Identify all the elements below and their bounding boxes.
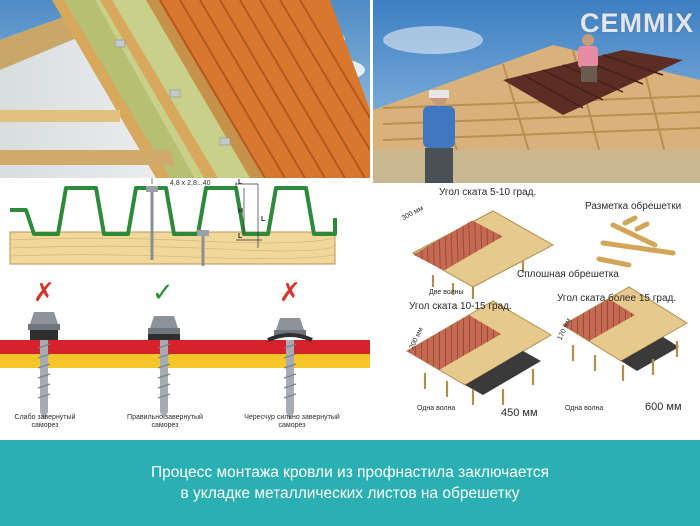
screw-over-label: Чересчур сильно завернутый саморез bbox=[244, 414, 340, 429]
dim-l-bottom: L bbox=[238, 233, 243, 240]
marking-lathing-sketch bbox=[596, 215, 676, 268]
screw-over-graphic bbox=[267, 318, 313, 420]
screw-correct-graphic bbox=[148, 316, 180, 420]
caption-bar: Процесс монтажа кровли из профнастила за… bbox=[0, 440, 700, 526]
screws-graphic bbox=[0, 312, 370, 420]
dim-l-top: L bbox=[238, 179, 243, 186]
attic-insulation-illustration bbox=[0, 0, 370, 178]
two-waves-label: Две волны bbox=[429, 289, 464, 296]
lathing-graphic bbox=[406, 210, 688, 405]
check-mark-icon: ✓ bbox=[152, 278, 174, 308]
lathing-schemes-diagram: Угол ската 5-10 град. Разметка обрешетки… bbox=[373, 183, 700, 440]
caption-line-2: в укладке металлических листов на обреше… bbox=[180, 485, 520, 502]
marking-label: Разметка обрешетки bbox=[585, 201, 682, 212]
lathing-scheme-10-15 bbox=[406, 300, 552, 405]
roofers-graphic bbox=[373, 0, 700, 183]
profile-section-graphic bbox=[9, 178, 337, 266]
screw-tightening-comparison: ✗ ✓ ✗ Слабо завернутый саморез Правильно… bbox=[0, 278, 370, 440]
solid-lathing-scheme bbox=[411, 210, 555, 299]
profile-sheet-section-diagram: 4,8 х 2,8...40 L H L L bbox=[0, 178, 370, 278]
dim-450-label: 450 мм bbox=[501, 407, 538, 419]
screw-correct-label: Правильно завернутый саморез bbox=[127, 414, 203, 429]
slope-10-15-label: Угол ската 10-15 град. bbox=[409, 301, 512, 312]
dim-l-right: L bbox=[261, 216, 266, 223]
attic-roof-graphic bbox=[0, 0, 370, 178]
one-wave-right-label: Одна волна bbox=[565, 405, 604, 412]
roofers-installing-photo: СЕММIX bbox=[373, 0, 700, 183]
one-wave-left-label: Одна волна bbox=[417, 405, 456, 412]
dim-h: H bbox=[238, 208, 244, 215]
wrong-mark-icon-over: ✗ bbox=[279, 278, 301, 308]
screw-loose-label: Слабо завернутый саморез bbox=[14, 414, 76, 429]
solid-lathing-label: Сплошная обрешетка bbox=[517, 269, 619, 280]
lathing-scheme-15-plus bbox=[562, 286, 688, 381]
screw-size-label: 4,8 х 2,8...40 bbox=[170, 180, 211, 187]
brand-logo: СЕММIX bbox=[580, 8, 694, 38]
slope-5-10-label: Угол ската 5-10 град. bbox=[439, 187, 537, 198]
dim-600-label: 600 мм bbox=[645, 401, 682, 413]
slope-15-plus-label: Угол ската более 15 град. bbox=[557, 293, 677, 304]
caption-line-1: Процесс монтажа кровли из профнастила за… bbox=[150, 464, 550, 481]
screw-loose-graphic bbox=[28, 312, 60, 420]
wrong-mark-icon-loose: ✗ bbox=[33, 278, 55, 308]
